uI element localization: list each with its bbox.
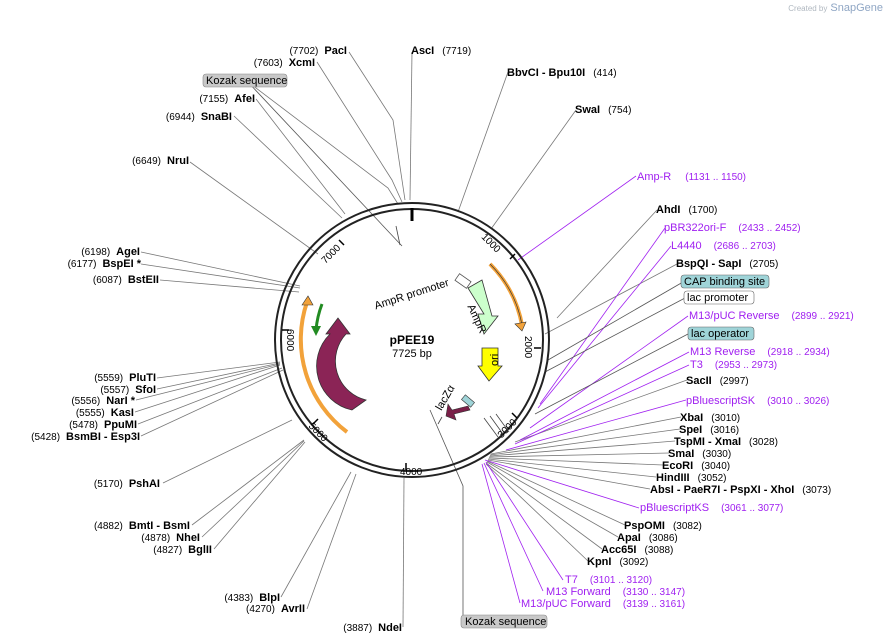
site-afei: (7155)AfeI — [199, 93, 255, 105]
tick-label-7000: 7000 — [320, 242, 344, 266]
primer-l4440: L4440(2686 .. 2703) — [671, 240, 776, 252]
site-nhei: (4878)NheI — [141, 532, 200, 544]
ampr-arrow — [467, 279, 499, 335]
right-leader-lines — [409, 51, 688, 562]
ampr-promoter-box — [454, 273, 472, 289]
site-ppumi: (5478)PpuMI — [69, 419, 137, 431]
primer-pbluescriptks: pBluescriptKS(3061 .. 3077) — [640, 502, 783, 514]
site-kpni: KpnI(3092) — [587, 556, 648, 568]
tick-marks — [282, 239, 541, 470]
backbone-outer — [274, 202, 550, 478]
lac-promoter-box: lac promoter — [683, 290, 755, 305]
ori-arrow — [477, 347, 503, 382]
site-tspmi: TspMI - XmaI(3028) — [674, 436, 778, 448]
site-asci: AscI(7719) — [411, 45, 471, 57]
site-avrii: (4270)AvrII — [246, 603, 305, 615]
ori-label: ori — [489, 354, 501, 366]
site-snabi: (6944)SnaBI — [166, 111, 232, 123]
site-acc65i: Acc65I(3088) — [601, 544, 673, 556]
site-ecori: EcoRI(3040) — [662, 460, 730, 472]
site-absi: AbsI - PaeR7I - PspXI - XhoI(3073) — [650, 484, 831, 496]
site-bglii: (4827)BglII — [153, 544, 212, 556]
plasmid-name: pPEE19 — [390, 333, 435, 347]
site-kasi: (5555)KasI — [76, 407, 134, 419]
site-swai: SwaI(754) — [575, 104, 631, 116]
left-site-labels: (7702)PacI (7603)XcmI (7155)AfeI (6944)S… — [31, 45, 402, 634]
site-crui: (6649)NruI — [132, 155, 189, 167]
site-apai: ApaI(3086) — [617, 532, 678, 544]
orf-arrow-ampr — [514, 321, 527, 332]
primer-m13-puc-forward: M13/pUC Forward(3139 .. 3161) — [521, 598, 685, 610]
site-bsteii: (6087)BstEII — [93, 274, 159, 286]
site-bspei: (6177)BspEI * — [68, 258, 142, 270]
site-paci: (7702)PacI — [289, 45, 347, 57]
kozak-top-box: Kozak sequence — [202, 73, 287, 88]
primer-t3: T3(2953 .. 2973) — [690, 359, 777, 371]
amds-arrow — [316, 317, 367, 411]
site-bspqi: BspQI - SapI(2705) — [676, 258, 778, 270]
primer-labels: Amp-R(1131 .. 1150) pBR322ori-F(2433 .. … — [521, 171, 854, 610]
primer-m13-puc-reverse: M13/pUC Reverse(2899 .. 2921) — [689, 310, 854, 322]
created-by-text: Created by — [788, 4, 828, 13]
tick-label-2000: 2000 — [522, 336, 533, 359]
kozak-top-label: Kozak sequence — [206, 75, 287, 87]
cap-site-box: CAP binding site — [680, 274, 770, 289]
site-ndei: (3887)NdeI — [343, 622, 402, 634]
lac-operator-label: lac operator — [691, 328, 749, 340]
site-smai: SmaI(3030) — [668, 448, 731, 460]
site-nari: (5556)NarI * — [71, 395, 135, 407]
site-pshai: (5170)PshAI — [94, 478, 160, 490]
site-sfoi: (5557)SfoI — [100, 384, 156, 396]
lacza-label: lacZα — [434, 383, 458, 413]
primer-pbluescriptsk: pBluescriptSK(3010 .. 3026) — [686, 395, 829, 407]
orf-arc-amds — [298, 301, 349, 434]
kozak-bottom-label: Kozak sequence — [465, 616, 546, 628]
snapgene-logo: SnapGene — [830, 2, 883, 14]
site-pspomi: PspOMI(3082) — [624, 520, 702, 532]
plasmid-length: 7725 bp — [392, 348, 432, 360]
site-bsmbi: (5428)BsmBI - Esp3I — [31, 431, 140, 443]
primer-m13-forward: M13 Forward(3130 .. 3147) — [546, 586, 685, 598]
promoter-arrow-amds — [311, 326, 321, 336]
ampr-promoter-label: AmpR promoter — [373, 277, 451, 313]
lac-operator-label-box: lac operator — [687, 326, 755, 341]
site-agei: (6198)AgeI — [81, 246, 140, 258]
site-bmti: (4882)BmtI - BsmI — [94, 520, 190, 532]
site-blpi: (4383)BlpI — [224, 592, 280, 604]
primer-amp-r: Amp-R(1131 .. 1150) — [637, 171, 746, 183]
site-bbvci: BbvCI - Bpu10I(414) — [507, 67, 617, 79]
tick-label-4000: 4000 — [400, 467, 423, 478]
primer-t7: T7(3101 .. 3120) — [565, 574, 652, 586]
lac-operator-box — [461, 394, 475, 408]
primer-pbr322ori-f: pBR322ori-F(2433 .. 2452) — [664, 222, 801, 234]
cap-site-label: CAP binding site — [684, 276, 765, 288]
inner-markers — [395, 225, 510, 438]
orf-arrow-amds — [301, 295, 314, 306]
tick-label-5000: 5000 — [306, 421, 330, 445]
primer-m13-reverse: M13 Reverse(2918 .. 2934) — [690, 346, 830, 358]
site-xcmi: (7603)XcmI — [254, 57, 315, 69]
lacza-arrow — [445, 403, 471, 421]
right-site-labels: AscI(7719) BbvCI - Bpu10I(414) SwaI(754)… — [411, 45, 831, 568]
site-xbai: XbaI(3010) — [680, 412, 740, 424]
site-hindiii: HindIII(3052) — [656, 472, 727, 484]
box-leader-lines — [245, 79, 689, 615]
site-ahdi: AhdI(1700) — [656, 204, 717, 216]
left-leader-lines — [134, 51, 406, 628]
tick-label-6000: 6000 — [284, 329, 295, 352]
site-spei: SpeI(3016) — [679, 424, 739, 436]
site-pluti: (5559)PluTI — [94, 372, 156, 384]
kozak-bottom-box: Kozak sequence — [460, 614, 548, 629]
orf-arc-ampr-outline — [489, 263, 523, 326]
lac-promoter-label: lac promoter — [687, 292, 748, 304]
site-sacii: SacII(2997) — [686, 375, 749, 387]
amds-label: amdS — [335, 351, 349, 381]
